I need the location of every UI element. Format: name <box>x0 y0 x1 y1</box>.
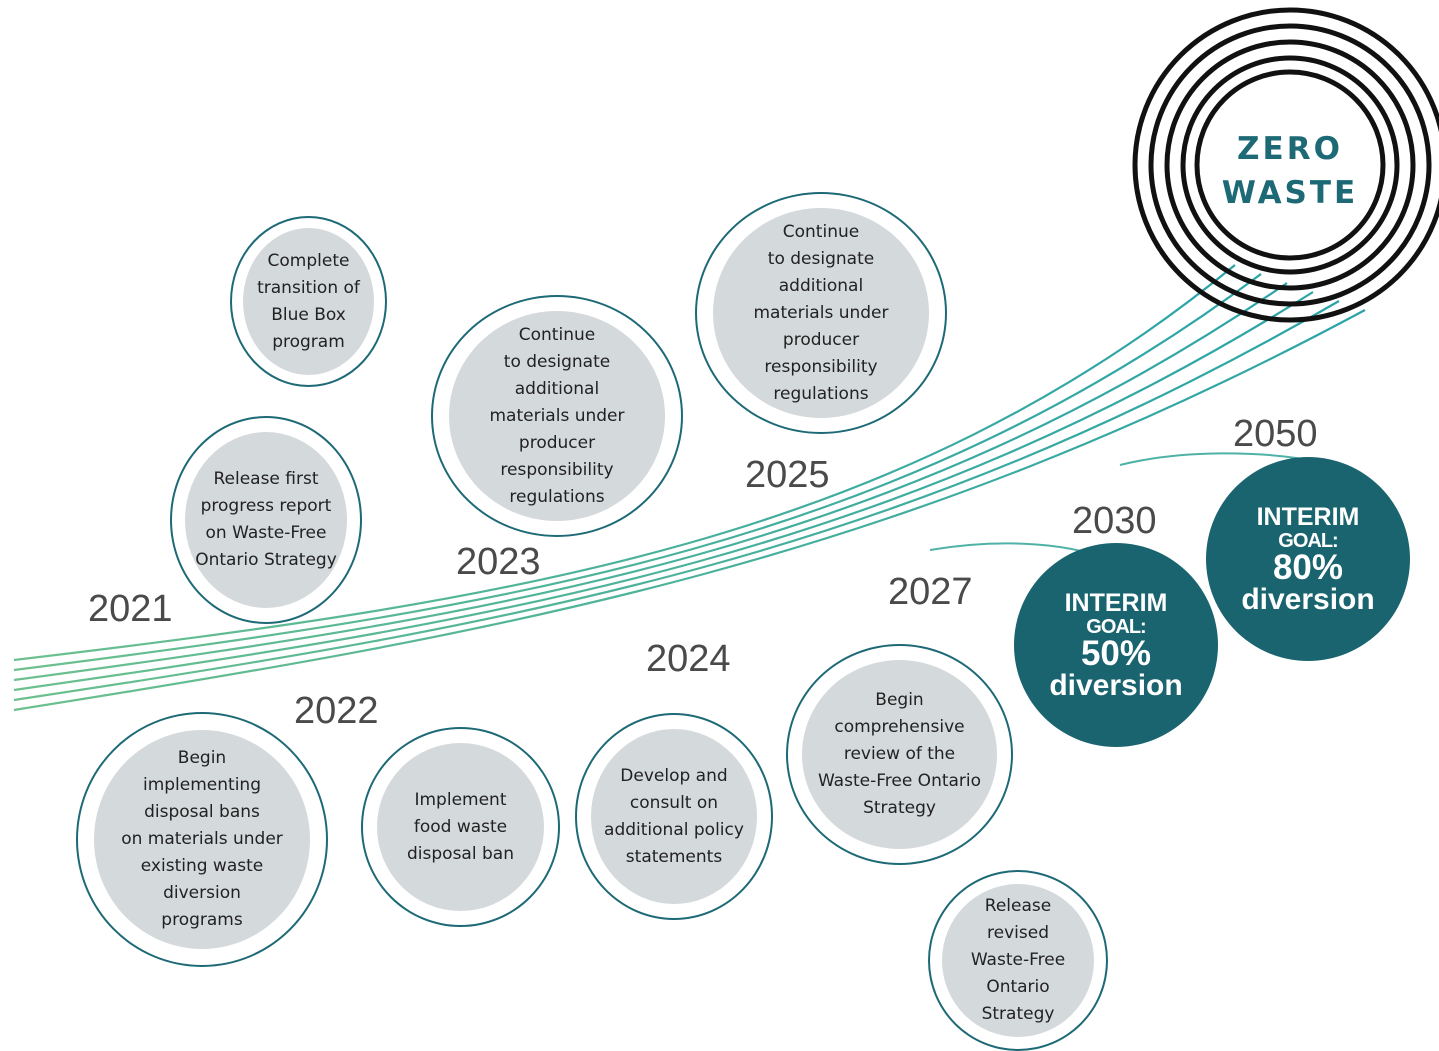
zero-word: ZERO <box>1237 131 1343 167</box>
timeline-wave <box>13 300 1340 702</box>
year-2030: 2030 <box>1072 500 1157 542</box>
goal-label: GOAL: <box>1086 616 1146 638</box>
timeline-wave <box>13 309 1366 712</box>
goal-label: diversion <box>1241 583 1375 616</box>
timeline-wave <box>13 291 1314 692</box>
timeline-wave <box>13 282 1288 682</box>
timeline-wave <box>13 273 1262 672</box>
zero-waste-title: ZERO WASTE <box>1205 127 1375 215</box>
year-2050: 2050 <box>1233 413 1318 455</box>
year-2023: 2023 <box>456 541 541 583</box>
year-2027: 2027 <box>888 571 973 613</box>
year-2024: 2024 <box>646 638 731 680</box>
goal-label: GOAL: <box>1278 530 1338 552</box>
interim-goal-2050: INTERIM GOAL: 80% diversion <box>1206 457 1410 661</box>
year-2022: 2022 <box>294 690 379 732</box>
goal-label: INTERIM <box>1256 503 1360 531</box>
goal-label: diversion <box>1049 669 1183 702</box>
year-2021: 2021 <box>88 588 173 630</box>
waste-word: WASTE <box>1221 175 1359 211</box>
goal-percent: 50% <box>1080 634 1152 673</box>
interim-goal-2030: INTERIM GOAL: 50% diversion <box>1014 543 1218 747</box>
timeline-wave <box>13 264 1236 662</box>
year-2025: 2025 <box>745 454 830 496</box>
goal-label: INTERIM <box>1064 589 1168 617</box>
goal-percent: 80% <box>1272 548 1344 587</box>
